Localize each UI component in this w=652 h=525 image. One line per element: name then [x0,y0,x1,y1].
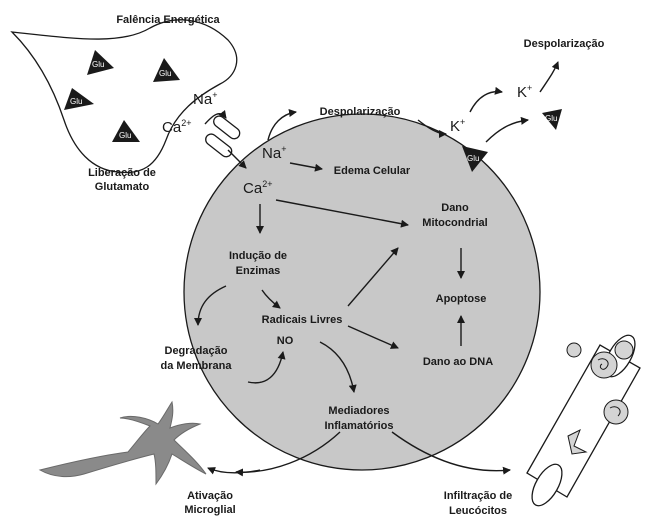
label-infiltracao-2: Leucócitos [449,505,507,517]
leukocyte-1 [591,352,617,378]
label-no: NO [277,335,294,347]
label-inducao-1: Indução de [229,250,287,262]
label-edema: Edema Celular [334,165,411,177]
label-ativacao-2: Microglial [184,504,235,516]
microglia-shape [40,402,206,484]
glu-label: Glu [70,97,82,106]
label-despol-inner: Despolarização [320,106,401,118]
glu-label: Glu [159,69,171,78]
glu-released-outside: Glu [542,109,562,130]
ca-ion-outside: Ca2+ [162,118,191,136]
label-falencia: Falência Energética [116,14,220,26]
k-ion-inside: K+ [450,117,465,135]
label-radicais: Radicais Livres [262,314,343,326]
glu-label: Glu [92,60,104,69]
arrow-microglia-back [208,468,260,473]
label-inducao-2: Enzimas [236,265,281,277]
k-ion-outside: K+ [517,83,532,101]
label-dano-dna: Dano ao DNA [423,356,493,368]
label-ativacao-1: Ativação [187,490,233,502]
arrow-k-to-despol [540,62,558,92]
glu-label: Glu [467,154,479,163]
label-liberacao-1: Liberação de [88,167,156,179]
arrow-k-out [470,92,502,112]
arrow-glu-out [486,120,528,142]
label-mediadores-2: Inflamatórios [324,420,393,432]
label-infiltracao-1: Infiltração de [444,490,512,502]
leukocyte-4 [604,400,628,424]
label-mediadores-1: Mediadores [328,405,389,417]
leukocyte-2 [615,341,633,359]
label-despol-top: Despolarização [524,38,605,50]
label-apoptose: Apoptose [436,293,487,305]
glu-label: Glu [545,114,557,123]
glu-label: Glu [119,131,131,140]
label-dano-mito-2: Mitocondrial [422,217,487,229]
label-degradacao-2: da Membrana [161,360,233,372]
label-degradacao-1: Degradação [165,345,228,357]
label-dano-mito-1: Dano [441,202,469,214]
leukocyte-3 [567,343,581,357]
na-ion-outside: Na+ [193,90,217,108]
label-liberacao-2: Glutamato [95,181,150,193]
